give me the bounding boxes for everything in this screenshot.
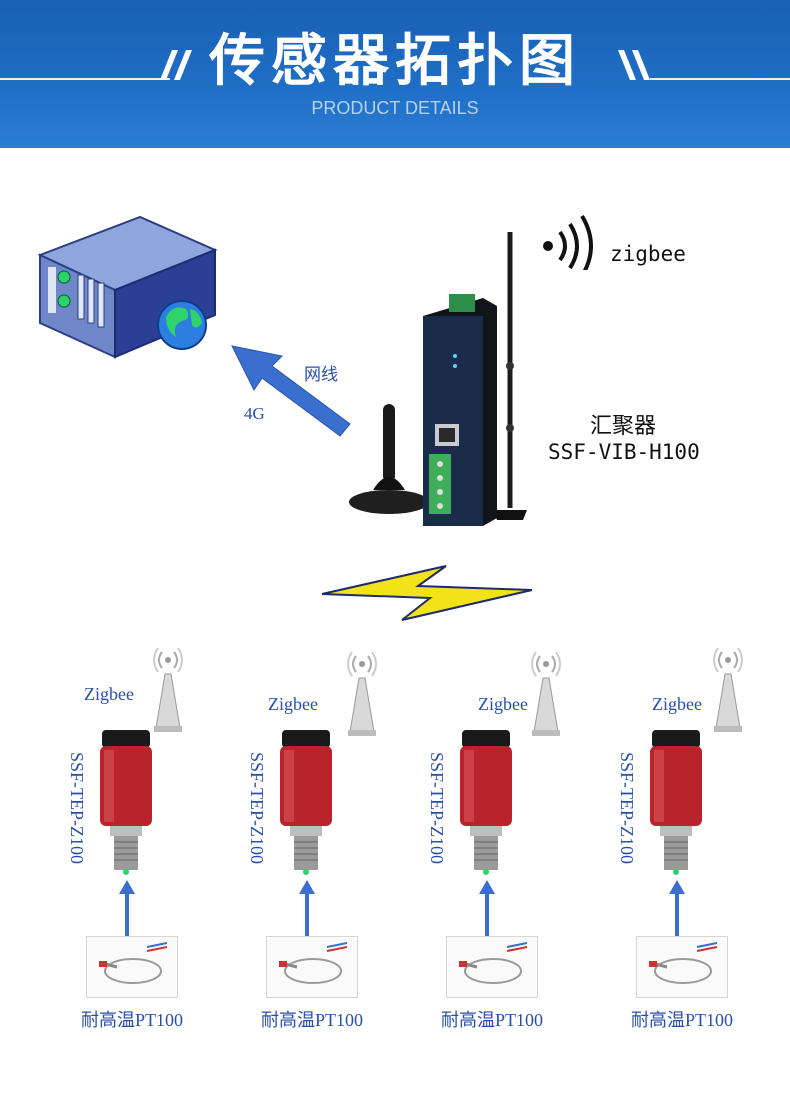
node-antenna-icon — [713, 648, 743, 732]
page-title: 传感器拓扑图 — [209, 29, 581, 94]
page-subtitle: PRODUCT DETAILS — [311, 98, 479, 118]
probe-label: 耐高温PT100 — [80, 1010, 183, 1030]
network-label: 网线 — [304, 365, 338, 384]
sensor-model-label: SSF-TEP-Z100 — [427, 752, 447, 865]
probe-label: 耐高温PT100 — [630, 1010, 733, 1030]
banner-rule-left — [0, 78, 170, 80]
pt100-probe-icon — [99, 942, 168, 984]
temperature-sensor-icon — [650, 730, 702, 875]
gateway-name: 汇聚器 — [590, 414, 657, 439]
sensor-model-label: SSF-TEP-Z100 — [67, 752, 87, 865]
cellular-label: 4G — [244, 404, 265, 423]
node-wireless-label: Zigbee — [478, 694, 528, 714]
pt100-probe-icon — [459, 942, 528, 984]
node-antenna-icon — [531, 652, 561, 736]
gateway-wireless-label: zigbee — [610, 242, 686, 266]
pt100-probe-image — [636, 936, 728, 998]
pt100-probe-icon — [649, 942, 718, 984]
wireless-signal-icon — [543, 214, 593, 270]
probe-to-sensor-arrow-icon — [119, 880, 135, 940]
probe-to-sensor-arrow-icon — [299, 880, 315, 940]
server-icon — [37, 215, 218, 359]
probe-label: 耐高温PT100 — [260, 1010, 363, 1030]
slash-deco-right-icon — [618, 50, 650, 80]
probe-to-sensor-arrow-icon — [669, 880, 685, 940]
pt100-probe-image — [86, 936, 178, 998]
pt100-probe-image — [446, 936, 538, 998]
slash-deco-left-icon — [160, 50, 192, 80]
temperature-sensor-icon — [460, 730, 512, 875]
temperature-sensor-icon — [280, 730, 332, 875]
sensor-model-label: SSF-TEP-Z100 — [617, 752, 637, 865]
pt100-probe-icon — [279, 942, 348, 984]
node-wireless-label: Zigbee — [268, 694, 318, 714]
pt100-probe-image — [266, 936, 358, 998]
node-antenna-icon — [347, 652, 377, 736]
probe-label: 耐高温PT100 — [440, 1010, 543, 1030]
banner-rule-right — [650, 78, 790, 80]
gateway-device-icon — [349, 232, 527, 526]
sensor-model-label: SSF-TEP-Z100 — [247, 752, 267, 865]
temperature-sensor-icon — [100, 730, 152, 875]
probe-to-sensor-arrow-icon — [479, 880, 495, 940]
uplink-arrow-icon — [231, 345, 351, 437]
lightning-bolt-icon — [321, 565, 533, 621]
node-antenna-icon — [153, 648, 183, 732]
gateway-model: SSF-VIB-H100 — [548, 440, 700, 464]
node-wireless-label: Zigbee — [652, 694, 702, 714]
node-wireless-label: Zigbee — [84, 684, 134, 704]
header-banner: 传感器拓扑图 PRODUCT DETAILS — [0, 0, 790, 148]
